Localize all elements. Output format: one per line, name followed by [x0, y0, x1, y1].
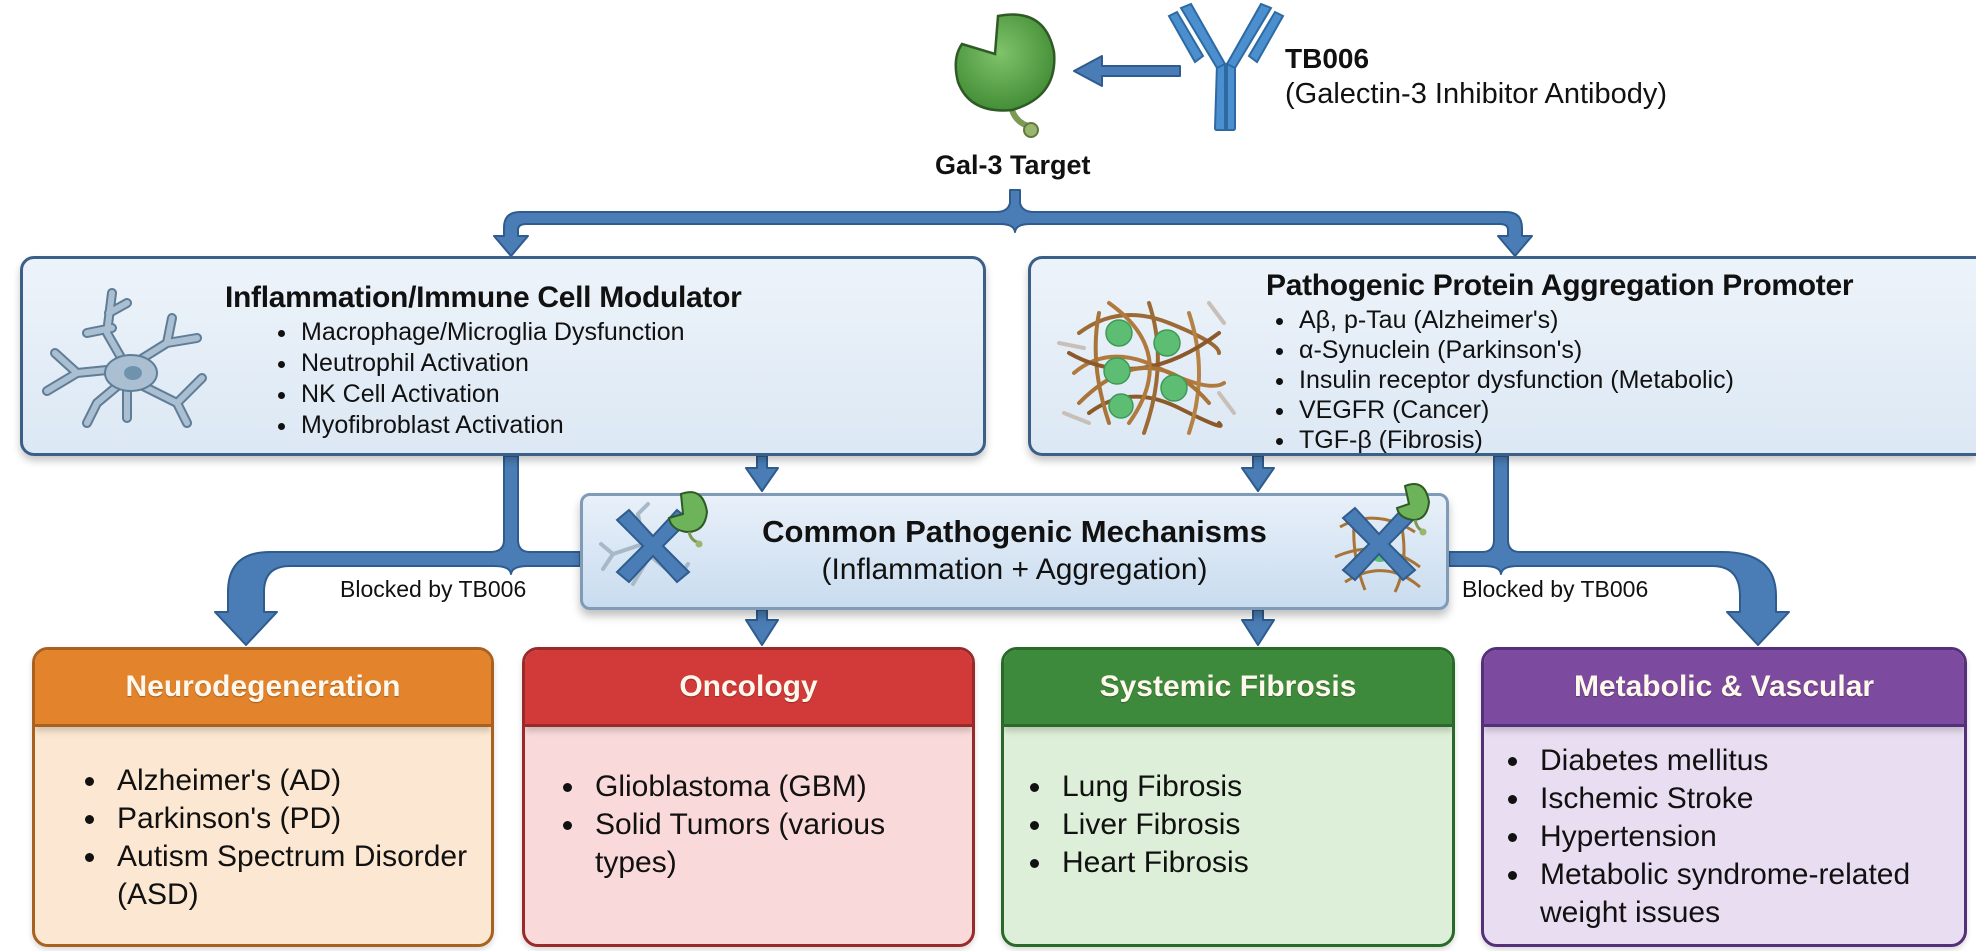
list-item: Heart Fibrosis	[1054, 844, 1434, 882]
list-item: Ischemic Stroke	[1532, 780, 1932, 818]
common-mechanisms-box: Common Pathogenic Mechanisms (Inflammati…	[580, 483, 1449, 610]
list-item: Neutrophil Activation	[299, 348, 685, 379]
disease-box-neurodegeneration: Neurodegeneration Alzheimer's (AD) Parki…	[32, 647, 494, 947]
disease-list: Diabetes mellitus Ischemic Stroke Hypert…	[1490, 742, 1932, 932]
disease-list: Glioblastoma (GBM) Solid Tumors (various…	[545, 768, 917, 882]
common-mechanisms-title: Common Pathogenic Mechanisms	[762, 514, 1267, 549]
list-item: Aβ, p-Tau (Alzheimer's)	[1297, 305, 1734, 335]
disease-box-fibrosis: Systemic Fibrosis Lung Fibrosis Liver Fi…	[1001, 647, 1455, 947]
antibody-binding-arrow	[1073, 55, 1181, 87]
aggregation-promoter-box: Pathogenic Protein Aggregation Promoter …	[1028, 256, 1976, 456]
list-item: Lung Fibrosis	[1054, 768, 1434, 806]
common-mechanisms-subtitle: (Inflammation + Aggregation)	[821, 553, 1208, 586]
center-to-oncology-arrow	[745, 609, 779, 646]
blocked-x-icon	[1341, 506, 1417, 582]
antibody-icon	[1167, 2, 1285, 131]
inflammation-list: Macrophage/Microglia Dysfunction Neutrop…	[275, 317, 685, 441]
list-item: TGF-β (Fibrosis)	[1297, 425, 1734, 455]
list-item: Macrophage/Microglia Dysfunction	[299, 317, 685, 348]
right-to-center-arrow	[1241, 455, 1275, 492]
list-item: Parkinson's (PD)	[109, 800, 489, 838]
inflammation-title: Inflammation/Immune Cell Modulator	[225, 281, 742, 314]
microglia-cell-icon	[42, 288, 207, 428]
drug-name: TB006	[1285, 43, 1370, 74]
aggregation-list: Aβ, p-Tau (Alzheimer's) α-Synuclein (Par…	[1273, 305, 1734, 455]
disease-box-header: Metabolic & Vascular	[1484, 650, 1964, 727]
blocked-label-right: Blocked by TB006	[1462, 576, 1649, 602]
list-item: Alzheimer's (AD)	[109, 762, 489, 800]
list-item: Autism Spectrum Disorder (ASD)	[109, 838, 489, 914]
disease-box-oncology: Oncology Glioblastoma (GBM) Solid Tumors…	[522, 647, 975, 947]
disease-box-metabolic: Metabolic & Vascular Diabetes mellitus I…	[1481, 647, 1967, 947]
list-item: Metabolic syndrome-related weight issues	[1532, 856, 1932, 932]
aggregation-title: Pathogenic Protein Aggregation Promoter	[1266, 269, 1854, 302]
list-item: Liver Fibrosis	[1054, 806, 1434, 844]
protein-aggregate-icon	[1057, 301, 1236, 435]
center-to-fibrosis-arrow	[1241, 609, 1275, 646]
list-item: VEGFR (Cancer)	[1297, 395, 1734, 425]
disease-box-header: Neurodegeneration	[35, 650, 491, 727]
left-to-center-arrow	[745, 455, 779, 492]
right-blocked-branch	[1448, 455, 1790, 646]
disease-box-header: Systemic Fibrosis	[1004, 650, 1452, 727]
disease-box-header: Oncology	[525, 650, 972, 727]
inflammation-modulator-box: Inflammation/Immune Cell Modulator Macro…	[20, 256, 986, 456]
blocked-x-icon	[615, 508, 691, 584]
list-item: NK Cell Activation	[299, 379, 685, 410]
disease-list: Lung Fibrosis Liver Fibrosis Heart Fibro…	[1012, 768, 1434, 882]
list-item: Hypertension	[1532, 818, 1932, 856]
blocked-aggregation-icon	[1334, 483, 1431, 593]
list-item: Insulin receptor dysfunction (Metabolic)	[1297, 365, 1734, 395]
list-item: Glioblastoma (GBM)	[587, 768, 917, 806]
list-item: α-Synuclein (Parkinson's)	[1297, 335, 1734, 365]
left-blocked-branch	[214, 455, 581, 646]
list-item: Myofibroblast Activation	[299, 410, 685, 441]
drug-description: (Galectin-3 Inhibitor Antibody)	[1285, 78, 1668, 110]
galectin-3-protein-icon	[954, 13, 1056, 138]
disease-list: Alzheimer's (AD) Parkinson's (PD) Autism…	[67, 762, 489, 914]
gal3-target-label: Gal-3 Target	[935, 150, 1091, 180]
list-item: Solid Tumors (various types)	[587, 806, 917, 882]
blocked-label-left: Blocked by TB006	[340, 576, 527, 602]
blocked-inflammation-icon	[599, 491, 709, 586]
top-split-connector	[493, 189, 1533, 257]
list-item: Diabetes mellitus	[1532, 742, 1932, 780]
